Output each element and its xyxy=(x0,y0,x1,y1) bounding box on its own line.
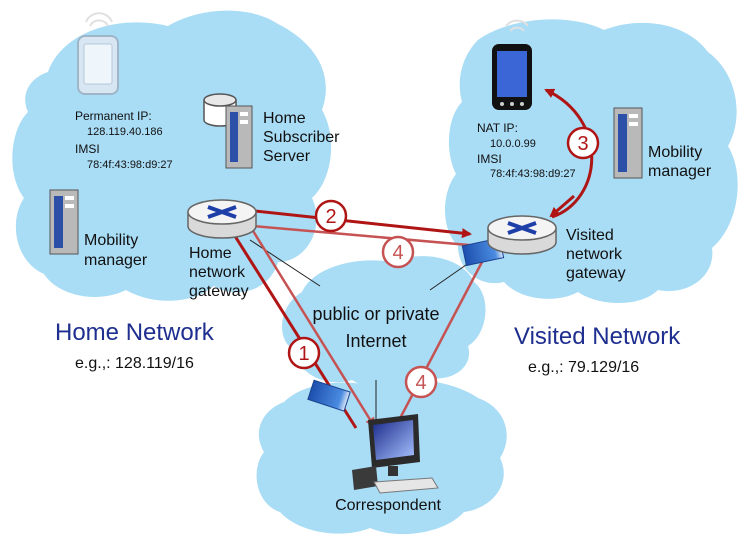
home-gateway-label-line-1: Home xyxy=(189,245,232,262)
visited-mobility-manager-server-icon xyxy=(613,107,643,179)
step-circle-3: 3 xyxy=(566,126,600,160)
arrow-step-4-a xyxy=(251,224,481,248)
visited-phone-imsi-value: 78:4f:43:98:d9:27 xyxy=(490,168,576,180)
visited-network-subnet: e.g.,: 79.129/16 xyxy=(528,359,639,376)
internet-label-line-1: public or private xyxy=(312,304,439,324)
visited-gateway-label-line-1: Visited xyxy=(566,227,614,244)
visited-mobility-manager-label-line-2: manager xyxy=(648,163,712,180)
visited-phone-imsi-label: IMSI xyxy=(477,152,502,166)
home-network-subnet: e.g.,: 128.119/16 xyxy=(75,355,194,372)
step-circle-4-top: 4 xyxy=(381,235,415,269)
tunnel-endpoint-correspondent xyxy=(307,379,351,412)
visited-mobility-manager-label-line-1: Mobility xyxy=(648,144,702,161)
step-circle-2: 2 xyxy=(314,199,348,233)
visited-phone-ip-label: NAT IP: xyxy=(477,121,518,135)
arrow-step-2 xyxy=(245,208,472,239)
step-circle-1: 1 xyxy=(287,336,321,370)
arrow-step-4-c xyxy=(394,261,484,428)
step-label-1: 1 xyxy=(298,343,309,365)
visited-gateway-router-icon xyxy=(487,215,557,255)
arrow-step-3-tail xyxy=(549,194,575,218)
home-phone-ip-label: Permanent IP: xyxy=(75,109,152,123)
hss-label-line-1: Home xyxy=(263,110,306,127)
home-phone-imsi-label: IMSI xyxy=(75,142,100,156)
home-gateway-label-line-2: network xyxy=(189,264,246,281)
step-label-4-top: 4 xyxy=(392,242,403,264)
home-phone-imsi-value: 78:4f:43:98:d9:27 xyxy=(87,159,173,171)
home-mobility-manager-label-line-1: Mobility xyxy=(84,232,138,249)
arrow-step-3 xyxy=(544,88,594,219)
home-phone-icon xyxy=(77,12,119,95)
visited-gateway-label-line-3: gateway xyxy=(566,265,626,282)
correspondent-computer-icon xyxy=(352,414,439,494)
home-mobility-manager-label-line-2: manager xyxy=(84,252,148,269)
visited-gateway-label-line-2: network xyxy=(566,246,623,263)
home-gateway-router-icon xyxy=(187,199,257,239)
step-label-2: 2 xyxy=(325,206,336,228)
step-circle-4-bottom: 4 xyxy=(404,365,438,399)
correspondent-label: Correspondent xyxy=(335,497,441,514)
home-gateway-label-line-3: gateway xyxy=(189,283,249,300)
step-markers: 1 2 3 4 4 xyxy=(287,126,600,399)
hss-server-icon xyxy=(225,105,253,169)
step-label-4-bottom: 4 xyxy=(415,372,426,394)
arrow-step-4-b xyxy=(248,225,376,428)
step-label-3: 3 xyxy=(577,133,588,155)
visited-phone-icon xyxy=(492,19,532,110)
home-network-title: Home Network xyxy=(55,319,215,346)
internet-label-line-2: Internet xyxy=(345,331,406,351)
home-phone-ip-value: 128.119.40.186 xyxy=(87,126,163,138)
hss-label-line-2: Subscriber xyxy=(263,129,340,146)
internet-cloud xyxy=(282,256,486,390)
visited-network-title: Visited Network xyxy=(514,323,681,350)
visited-phone-ip-value: 10.0.0.99 xyxy=(490,138,536,150)
hss-label-line-3: Server xyxy=(263,148,311,165)
home-mobility-manager-server-icon xyxy=(49,189,79,255)
